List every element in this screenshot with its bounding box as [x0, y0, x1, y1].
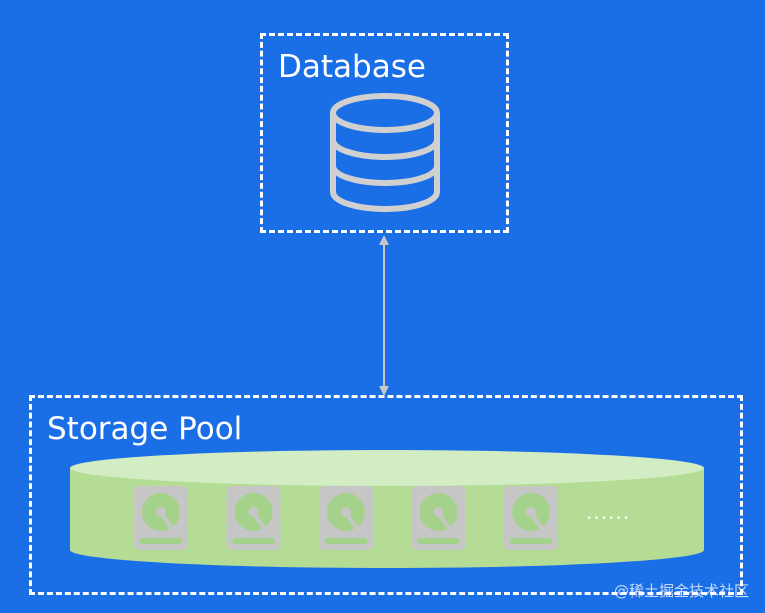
database-box	[260, 33, 509, 233]
storage-pool-label: Storage Pool	[47, 411, 243, 447]
hard-disk-icon	[319, 486, 373, 550]
hard-disk-icon	[504, 486, 558, 550]
database-label: Database	[278, 49, 426, 85]
hard-disk-icon	[226, 486, 281, 550]
hard-disk-icon	[134, 486, 188, 550]
database-icon	[330, 93, 440, 212]
more-disks-indicator: ......	[586, 500, 631, 524]
storage-pool-box	[29, 395, 743, 595]
hard-disk-icon	[411, 486, 466, 550]
disk-group	[134, 486, 558, 550]
watermark: @稀土掘金技术社区	[613, 582, 749, 600]
